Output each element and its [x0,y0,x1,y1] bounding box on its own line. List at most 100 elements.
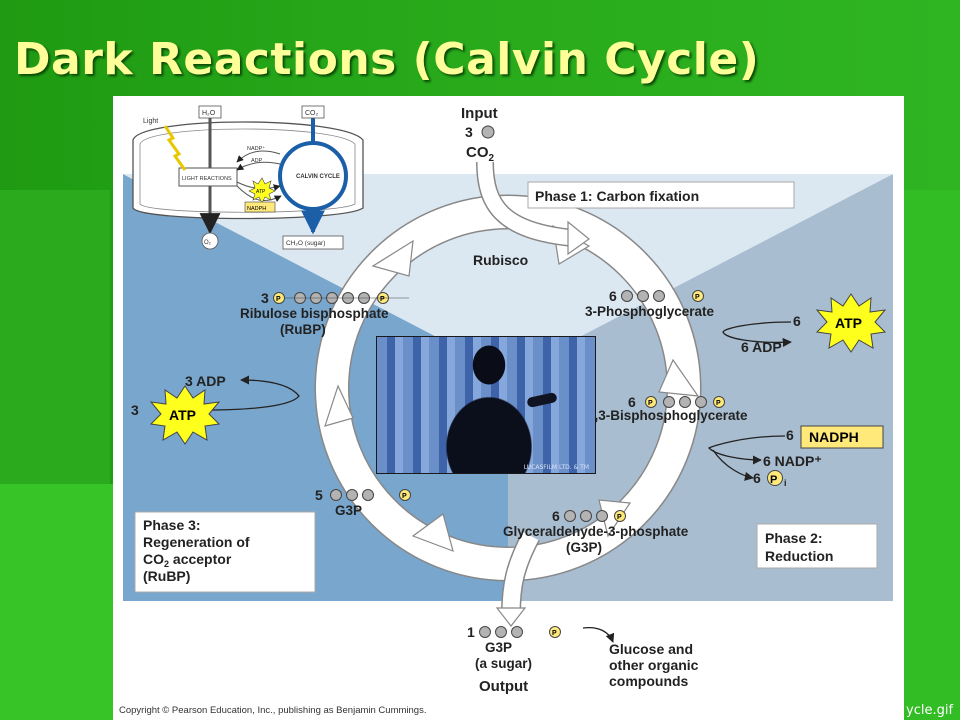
pga-count: 6 [609,288,617,304]
calvin-cycle-diagram: Light H₂O CO₂ NADP⁺ ADP LIGHT REACTIONS … [119,105,893,716]
background-stripe [904,190,960,720]
rubp-phosphate-label: P [380,296,385,303]
rubp-phosphate-label: P [276,296,281,303]
output-phosphate-label: P [552,630,557,637]
nadph-in-label: NADPH [809,429,859,445]
pi-arrow [712,449,754,481]
nadph-nadp-arrow [707,435,786,465]
output-g3p-molecule [479,626,561,638]
inset-o2-label: O₂ [204,240,212,246]
output-name: G3P [485,640,512,655]
input-carbon [481,125,495,139]
output-products-arrow [582,626,615,643]
output-products-line3: compounds [609,673,689,689]
chloroplast-inner [139,128,356,213]
regen-atp-adp-arrow [206,375,300,411]
atp-burst-icon [248,177,276,204]
input-count: 3 [465,124,473,140]
inset-light-label: Light [143,118,158,125]
inset-atp-label: ATP [256,189,266,195]
output-products-line1: Glucose and [609,641,693,657]
phase3-label-line2: Regeneration of [143,534,250,550]
regen-atp-label: ATP [169,407,196,423]
h2o-label-box [198,105,222,119]
co2-label-box [301,105,325,119]
nadp-out-label: 6 NADP⁺ [763,453,822,469]
g3p-recycle-molecule [330,489,411,501]
cycle-arrowheads [324,224,700,552]
photo-figure-hand [526,391,558,409]
atp-in-count: 6 [793,313,801,329]
calvin-cycle-figure: Light H₂O CO₂ NADP⁺ ADP LIGHT REACTIONS … [113,96,904,720]
rubisco-label: Rubisco [473,252,528,268]
pga-name: 3-Phosphoglycerate [585,304,715,319]
phase2-label-line2: Reduction [765,548,833,564]
output-arrowhead [495,607,527,627]
bpg-count: 6 [628,394,636,410]
slide-title: Dark Reactions (Calvin Cycle) [14,34,760,85]
atp-in-burst-icon [815,293,887,353]
input-molecule: CO2 [466,144,495,164]
light-reactions-box [178,167,238,187]
phase3-label-line3: CO2 acceptor [143,551,232,569]
nadph-box [244,201,276,213]
input-arrowhead [567,220,590,256]
photo-caption: LUCASFILM LTD. & TM [523,464,589,471]
pga-phosphate-label: P [695,294,700,301]
nadp-arrow [236,150,281,163]
inset-co2-label: CO₂ [305,110,319,117]
inset-light-reactions-label: LIGHT REACTIONS [182,176,232,182]
nadph-in-count: 6 [786,427,794,443]
g3p-chain-name: Glyceraldehyde-3-phosphate [503,524,689,539]
pi-phosphate-label: P [770,474,777,486]
phase3-label-line4: (RuBP) [143,568,190,584]
pga-molecule [621,290,704,302]
g3p-chain-phosphate-label: P [617,514,622,521]
g3p-chain-molecule [564,510,626,522]
atp-in-label: ATP [835,315,862,331]
output-arrow-fill [502,532,539,615]
bpg-molecule [645,396,725,408]
inset-sugar-label: CH₂O (sugar) [286,240,325,247]
pi-out-count: 6 [753,470,761,486]
g3p-recycle-phosphate-label: P [402,493,407,500]
copyright-line: Copyright © Pearson Education, Inc., pub… [119,705,426,716]
adp-arrow [236,161,281,171]
nadph-arrow [236,185,282,202]
regen-adp-label: 3 ADP [185,373,226,389]
bpg-name: 1,3-Bisphosphoglycerate [587,408,748,423]
pi-phosphate-icon [767,470,783,486]
bpg-phosphate-label: P [648,400,653,407]
rubp-name: Ribulose bisphosphate [240,306,389,321]
chloroplast-inset: Light H₂O CO₂ NADP⁺ ADP LIGHT REACTIONS … [132,105,364,250]
image-filename-fragment: ycle.gif [906,703,954,718]
g3p-chain-count: 6 [552,508,560,524]
phase1-label-box [527,181,795,209]
phase3-label-box [134,511,316,593]
background-stripe [0,484,113,720]
phase2-label-box [756,523,878,569]
background-stripe [0,190,110,530]
output-qualifier: (a sugar) [475,656,532,671]
output-products-line2: other organic [609,657,699,673]
inset-nadph-label: NADPH [247,206,266,212]
o2-label-circle [201,232,219,250]
phase2-label-line1: Phase 2: [765,530,823,546]
output-heading: Output [479,678,528,695]
g3p-recycle-count: 5 [315,487,323,503]
input-heading: Input [461,105,498,122]
atp-adp-arrow [722,321,792,347]
bpg-phosphate-label: P [716,400,721,407]
rubp-abbr: (RuBP) [280,322,326,337]
inset-calvin-cycle-label: CALVIN CYCLE [296,174,340,180]
rubp-molecule [273,292,409,304]
output-count: 1 [467,624,475,640]
g3p-recycle-name: G3P [335,503,362,518]
rubp-count: 3 [261,290,269,306]
adp-out-label: 6 ADP [741,339,782,355]
sugar-label-box [282,235,344,250]
inset-adp-label: ADP [251,158,263,164]
g3p-chain-abbr: (G3P) [566,540,602,555]
regen-atp-count: 3 [131,402,139,418]
nadph-in-box [800,425,884,449]
